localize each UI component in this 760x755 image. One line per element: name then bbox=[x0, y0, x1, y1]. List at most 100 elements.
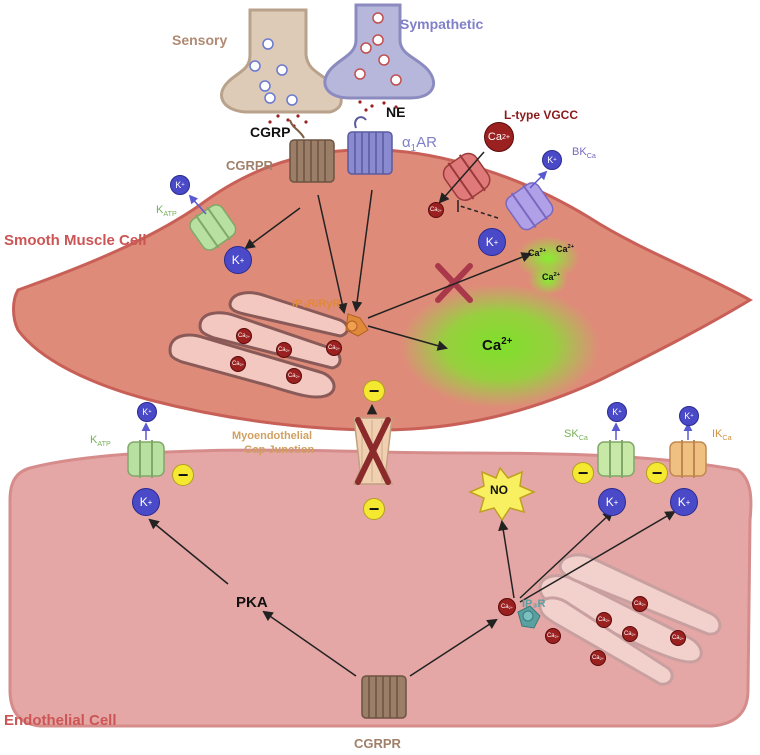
sensory-vesicles bbox=[249, 38, 298, 106]
potassium-ion: K+ bbox=[132, 488, 160, 516]
endothelial-cell-body bbox=[8, 448, 753, 728]
ca-text: Ca bbox=[591, 655, 600, 661]
ca-text: Ca bbox=[633, 601, 642, 607]
katp-sub: ATP bbox=[163, 210, 177, 219]
calcium-small-label: Ca2+ bbox=[528, 248, 546, 258]
cgrp-receptor-bottom bbox=[361, 675, 407, 719]
vgcc-arrow bbox=[438, 151, 485, 204]
potassium-ion: K+ bbox=[478, 228, 506, 256]
ca-text: Ca bbox=[327, 345, 336, 351]
no-label: NO bbox=[490, 483, 508, 497]
minus-sign: − bbox=[363, 380, 385, 402]
calcium-small-label: Ca2+ bbox=[556, 244, 574, 254]
gap-junction-label: Gap Junction bbox=[244, 444, 315, 456]
ca-big-text: Ca bbox=[482, 337, 502, 354]
ca-sup: 2+ bbox=[679, 635, 685, 641]
ca-sup: 2+ bbox=[554, 633, 560, 639]
minus-sign: − bbox=[572, 462, 594, 484]
ne-release-dots bbox=[358, 100, 398, 112]
l-type-vgcc-channel bbox=[442, 152, 491, 201]
ik-sub: Ca bbox=[722, 434, 732, 443]
k-text: K bbox=[612, 407, 619, 417]
k-text: K bbox=[142, 407, 149, 417]
ca-small-sup: 2+ bbox=[539, 248, 547, 254]
ca-text: Ca bbox=[287, 373, 296, 379]
myoendothelial-label: Myoendothelial bbox=[232, 430, 313, 442]
k-text: K bbox=[605, 495, 614, 509]
ip3r-endothelial bbox=[517, 605, 541, 629]
pka-label: PKA bbox=[236, 594, 268, 611]
sk-channel bbox=[597, 440, 635, 478]
k-text: K bbox=[547, 155, 554, 165]
sympathetic-vesicles bbox=[354, 12, 402, 86]
ip3r-ryr-smc bbox=[345, 313, 369, 337]
sensory-nerve-terminal bbox=[220, 8, 343, 114]
ca-sup: 2+ bbox=[335, 345, 341, 351]
k-sup: + bbox=[685, 497, 691, 507]
calcium-path-block-x bbox=[435, 263, 473, 303]
k-sup: + bbox=[239, 255, 245, 265]
k-efflux-arrows bbox=[141, 170, 693, 440]
katp-k: K bbox=[156, 204, 164, 216]
alpha-subscript: 1 bbox=[410, 143, 417, 154]
calcium-glow bbox=[400, 284, 600, 408]
minus-sign: − bbox=[363, 498, 385, 520]
bk-sub: Ca bbox=[586, 152, 596, 161]
k-sup: + bbox=[493, 237, 499, 247]
potassium-ion: K+ bbox=[679, 406, 699, 426]
ca-text: Ca bbox=[597, 617, 606, 623]
sk-text: SK bbox=[564, 428, 579, 440]
k-sup: + bbox=[181, 182, 185, 188]
ca-sup: 2+ bbox=[437, 207, 443, 213]
sk-label: SKCa bbox=[564, 428, 588, 442]
potassium-ion: K+ bbox=[224, 246, 252, 274]
l-type-vgcc-label: L-type VGCC bbox=[504, 108, 579, 122]
k-text: K bbox=[231, 253, 240, 267]
ca-text: Ca bbox=[277, 347, 286, 353]
minus-sign: − bbox=[172, 464, 194, 486]
k-sup: + bbox=[613, 497, 619, 507]
sensory-label: Sensory bbox=[172, 32, 228, 48]
smooth-muscle-cell-label: Smooth Muscle Cell bbox=[4, 232, 147, 249]
calcium-glow-small bbox=[516, 236, 580, 280]
cgrpr-top-label: CGRPR bbox=[226, 158, 273, 173]
gap-junction-block-x bbox=[355, 417, 391, 485]
ca-text: Ca bbox=[500, 604, 509, 610]
ik-text: IK bbox=[712, 428, 723, 440]
potassium-ion: K+ bbox=[542, 150, 562, 170]
k-text: K bbox=[684, 411, 691, 421]
katp-endo-label: KATP bbox=[90, 434, 111, 448]
ip3r-ryr-label: IP₃R/RyR bbox=[292, 298, 341, 310]
ca-sup: 2+ bbox=[239, 361, 245, 367]
ca-sup: 2+ bbox=[631, 631, 637, 637]
potassium-ion: K+ bbox=[170, 175, 190, 195]
potassium-ion: K+ bbox=[598, 488, 626, 516]
ca-text: Ca bbox=[623, 631, 632, 637]
ik-label: IKCa bbox=[712, 428, 732, 442]
ar-text: AR bbox=[416, 134, 437, 151]
endothelial-cell-label: Endothelial Cell bbox=[4, 712, 117, 729]
k-sup: + bbox=[690, 413, 694, 419]
calcium-glow-small bbox=[528, 265, 568, 295]
k-text: K bbox=[175, 180, 182, 190]
ca-big-sup: 2+ bbox=[501, 336, 513, 347]
k-sup: + bbox=[147, 497, 153, 507]
sympathetic-label: Sympathetic bbox=[400, 16, 484, 32]
ca-text: Ca bbox=[487, 131, 502, 143]
endoplasmic-reticulum bbox=[538, 553, 722, 686]
ne-label: NE bbox=[386, 104, 406, 120]
